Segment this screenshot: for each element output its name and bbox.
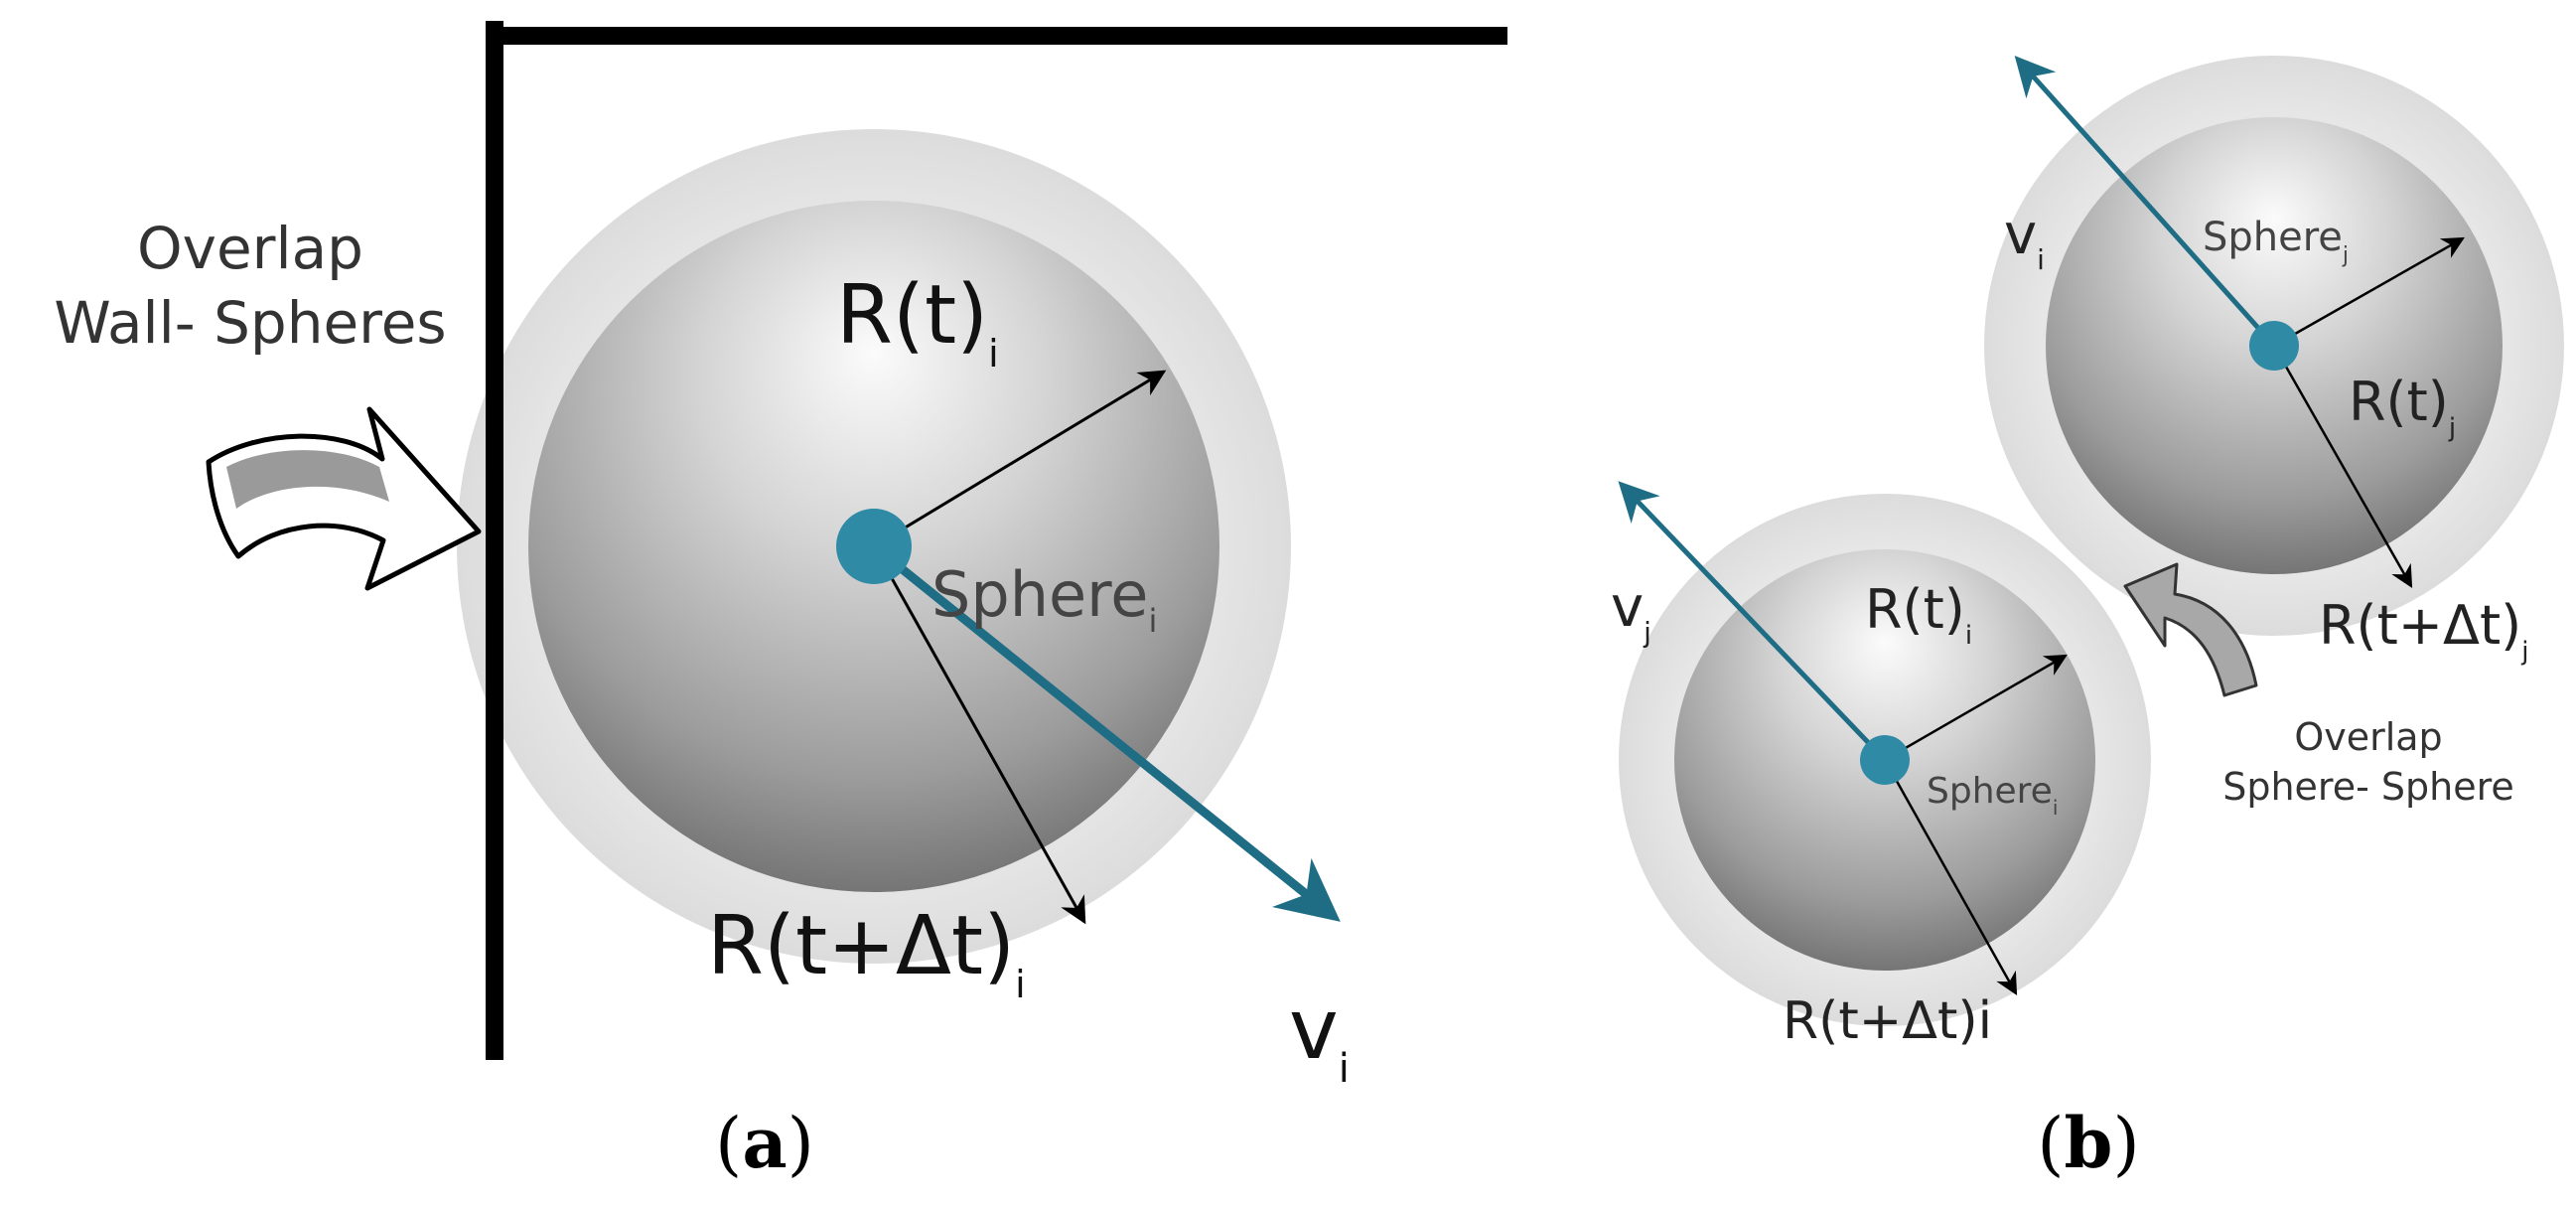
panel-a-label: (a) <box>715 1102 814 1184</box>
overlap-wall-label-line1: Overlap <box>137 215 363 282</box>
sphere-lower-radius-tdt-label: R(t+Δt)i <box>1783 991 1992 1051</box>
overlap-arrow-icon <box>206 406 482 591</box>
sphere-j-velocity-label: vi <box>2004 203 2045 276</box>
overlap-sphere-label-line1: Overlap <box>2294 715 2442 759</box>
sphere-lower-radius-t-arrow <box>1884 654 2068 762</box>
sphere-lower-velocity-label: vj <box>1611 575 1651 649</box>
sphere-lower-radius-tdt-arrow <box>1883 759 2018 995</box>
sphere-j-radius-tdt-arrow <box>2272 345 2413 588</box>
panel-b-label: (b) <box>2037 1102 2140 1184</box>
sphere-j-radius-t-label: R(t)j <box>2349 371 2456 443</box>
velocity-arrow <box>871 542 1341 922</box>
panel-b: vi Spherej R(t)j R(t+Δt)j vj R(t)i Spher… <box>1611 56 2564 1184</box>
sphere-j-center <box>2249 321 2299 371</box>
panel-a: Overlap Wall- Spheres R(t)i Spherei R(t+… <box>54 21 1507 1184</box>
sphere-j-radius-t-arrow <box>2273 236 2465 348</box>
sphere-lower-velocity-arrow <box>1618 481 1887 762</box>
sphere-j-label: Spherej <box>2203 215 2349 268</box>
sphere-lower-center <box>1860 735 1910 785</box>
sphere-j-radius-tdt-label: R(t+Δt)j <box>2319 594 2528 667</box>
overlap-wall-label-line2: Wall- Spheres <box>54 289 446 357</box>
velocity-label: vi <box>1289 980 1350 1092</box>
sphere-lower-radius-t-label: R(t)i <box>1865 578 1972 651</box>
overlap-sphere-arrow-icon <box>2123 562 2258 697</box>
sphere-j-velocity-arrow <box>2014 56 2276 348</box>
sphere-lower-label: Spherei <box>1927 771 2058 820</box>
sphere-i-label: Spherei <box>931 558 1157 640</box>
overlap-sphere-label-line2: Sphere- Sphere <box>2222 765 2514 809</box>
radius-t-arrow <box>873 370 1167 548</box>
radius-tdt-arrow <box>872 545 1086 925</box>
sphere-i-center <box>836 509 912 584</box>
radius-tdt-label: R(t+Δt)i <box>707 899 1026 1006</box>
radius-t-label: R(t)i <box>836 268 999 376</box>
